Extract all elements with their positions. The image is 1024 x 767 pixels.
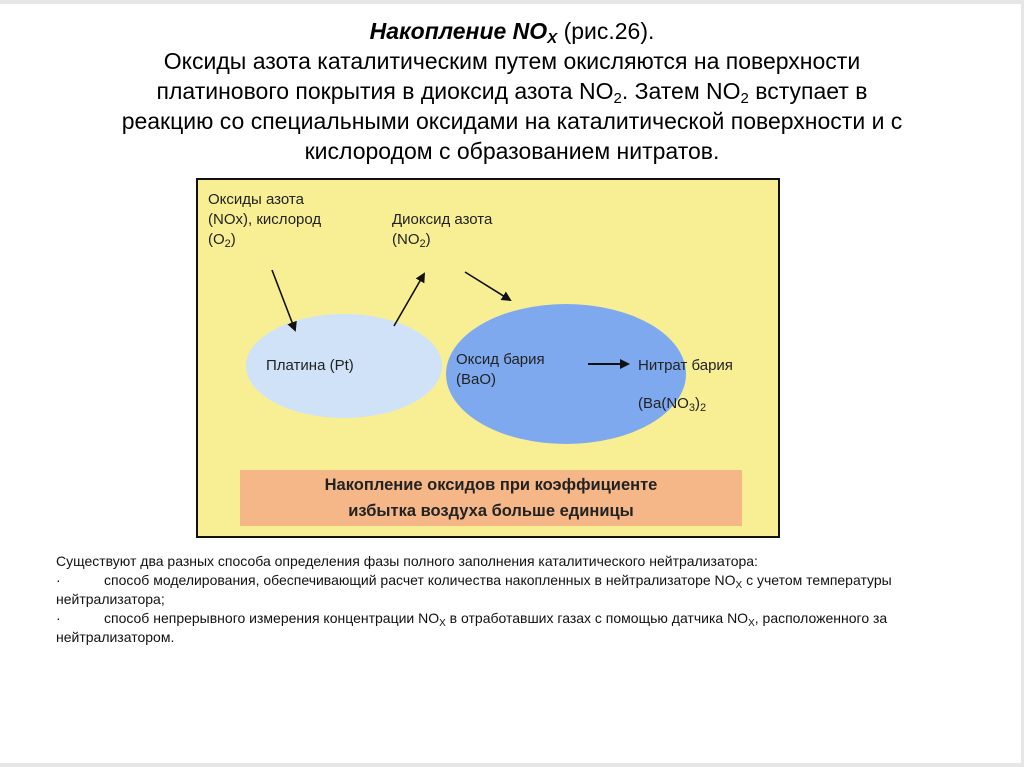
- heading-line-4: кислородом с образованием нитратов.: [304, 138, 720, 164]
- heading-line-2-b: . Затем NO: [621, 78, 741, 104]
- input-gases-label-line1: Оксиды азота: [208, 191, 304, 208]
- slide-heading: Накопление NOX (рис.26). Оксиды азота ка…: [40, 16, 984, 166]
- dioxide-label: Диоксид азота (NO2): [392, 210, 492, 250]
- nox-storage-diagram: Оксиды азота (NOx), кислород (O2) Диокси…: [196, 178, 780, 538]
- body-item-2-c: , расположенного за нейтрализатором.: [56, 610, 888, 645]
- body-item-1-sub: X: [735, 580, 743, 591]
- heading-title-suffix: (рис.26).: [557, 18, 655, 44]
- input-gases-label-line3-sub: 2: [224, 238, 231, 250]
- heading-title: Накопление NOX: [369, 18, 558, 47]
- heading-line-2-c: вступает в: [748, 78, 868, 104]
- body-item-2-sub2: X: [748, 618, 755, 629]
- barium-oxide-label-line2: (BaO): [456, 371, 497, 388]
- bullet-dot: ·: [56, 610, 61, 626]
- body-item-1: · способ моделирования, обеспечивающий ра…: [56, 571, 976, 609]
- dioxide-label-line1: Диоксид азота: [392, 211, 493, 228]
- barium-nitrate-label-line2-a: (Ba(NO: [638, 395, 689, 412]
- accumulation-banner: Накопление оксидов при коэффициенте избы…: [240, 470, 742, 526]
- body-text: Существуют два разных способа определени…: [56, 552, 976, 647]
- heading-line-2-sub2: 2: [740, 90, 749, 107]
- banner-line1: Накопление оксидов при коэффициенте: [324, 476, 658, 494]
- barium-ellipse: [446, 304, 686, 444]
- heading-title-line: Накопление NOX (рис.26).: [40, 16, 984, 46]
- arrow-platinum-to-dioxide: [393, 272, 425, 327]
- barium-oxide-label-line1: Оксид бария: [456, 351, 545, 368]
- barium-nitrate-label-line2-sub2: 2: [699, 402, 707, 414]
- diagram-graphics: [246, 269, 686, 444]
- barium-oxide-label: Оксид бария (BaO): [456, 350, 545, 390]
- barium-nitrate-label-line2-b: ): [694, 395, 700, 412]
- body-item-2: · способ непрерывного измерения концентра…: [56, 609, 976, 647]
- frame-right-border: [1021, 0, 1024, 767]
- frame-bottom-border: [0, 763, 1024, 767]
- input-gases-label-line3-a: (O: [208, 231, 225, 248]
- dioxide-label-line2-sub: 2: [419, 238, 426, 250]
- input-gases-label-line3: (O2): [208, 230, 321, 250]
- barium-nitrate-label: Нитрат бария (Ba(NO3)2: [638, 356, 733, 414]
- heading-line-3: реакцию со специальными оксидами на ката…: [121, 108, 903, 134]
- body-item-1-a: способ моделирования, обеспечивающий рас…: [104, 572, 736, 588]
- input-gases-label: Оксиды азота (NOx), кислород (O2): [208, 190, 321, 250]
- heading-line-1: Оксиды азота каталитическим путем окисля…: [163, 48, 861, 74]
- dioxide-label-line2-b: ): [425, 231, 431, 248]
- body-item-2-a: способ непрерывного измерения концентрац…: [104, 610, 440, 626]
- heading-title-sub: X: [547, 30, 558, 47]
- arrow-dioxide-to-barium: [464, 271, 512, 302]
- barium-nitrate-label-line2: (Ba(NO3)2: [638, 394, 733, 414]
- platinum-label: Платина (Pt): [266, 357, 354, 374]
- body-item-1-b: с учетом температуры нейтрализатора;: [56, 572, 892, 607]
- body-item-2-sub1: X: [439, 618, 446, 629]
- barium-nitrate-label-line1: Нитрат бария: [638, 357, 733, 374]
- body-item-2-b: в отработавших газах с помощью датчика N…: [445, 610, 749, 626]
- heading-title-prefix: Накопление NO: [369, 18, 548, 44]
- heading-line-2: платинового покрытия в диоксид азота NO2…: [40, 76, 984, 106]
- body-intro: Существуют два разных способа определени…: [56, 553, 758, 569]
- banner-line2: избытка воздуха больше единицы: [348, 502, 634, 520]
- dioxide-label-line2: (NO2): [392, 230, 492, 250]
- arrow-input-to-platinum: [271, 269, 297, 332]
- input-gases-label-line2: (NOx), кислород: [208, 211, 322, 228]
- heading-line-2-a: платинового покрытия в диоксид азота NO: [156, 78, 614, 104]
- bullet-dot: ·: [56, 572, 61, 588]
- dioxide-label-line2-a: (NO: [392, 231, 420, 248]
- platinum-ellipse: [246, 314, 442, 418]
- barium-nitrate-label-line2-sub1: 3: [688, 402, 695, 414]
- input-gases-label-line3-b: ): [230, 231, 236, 248]
- frame-top-border: [0, 0, 1024, 4]
- heading-line-2-sub1: 2: [613, 90, 622, 107]
